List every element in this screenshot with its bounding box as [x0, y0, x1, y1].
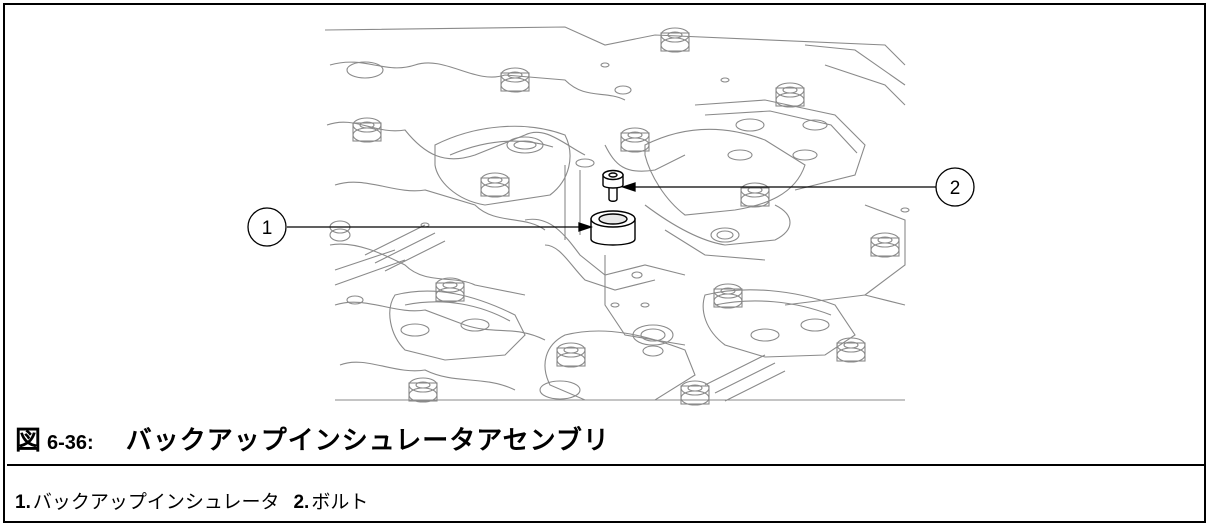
- figure-label: 図: [15, 426, 42, 456]
- legend-item-1-text: バックアップインシュレータ: [32, 491, 280, 513]
- figure-legend: 1.バックアップインシュレータ 2.ボルト: [15, 487, 368, 514]
- caption-divider: [7, 464, 1206, 466]
- figure-title: バックアップインシュレータアセンブリ: [125, 426, 610, 456]
- legend-item-2-number: 2.: [293, 492, 310, 513]
- callout-2-number: 2: [950, 178, 961, 199]
- assembly-illustration: 1 2: [247, 26, 975, 406]
- legend-item-2-text: ボルト: [311, 491, 369, 513]
- figure-number: 6-36:: [47, 432, 94, 454]
- legend-item-1-number: 1.: [15, 492, 31, 513]
- callout-1-number: 1: [262, 218, 273, 239]
